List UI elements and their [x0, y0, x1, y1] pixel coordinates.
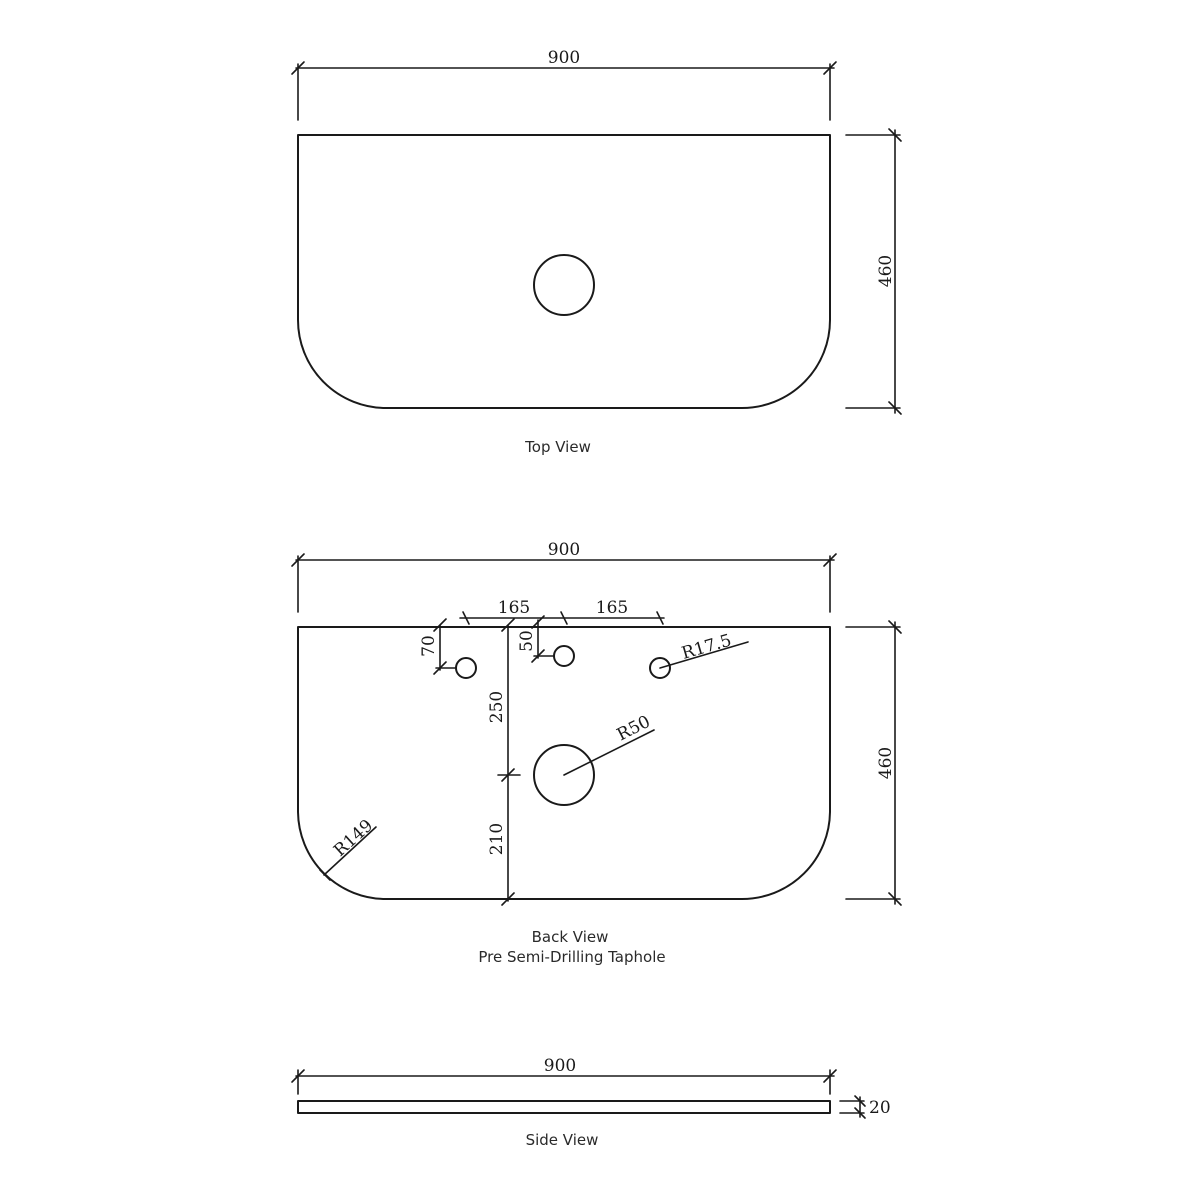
offset-left-label: 70 — [419, 635, 439, 657]
side-width-label: 900 — [544, 1056, 576, 1076]
offset-center-label: 50 — [517, 630, 537, 652]
top-depth-label: 460 — [876, 255, 896, 287]
corner-radius-callout: R149 — [319, 816, 377, 881]
side-thickness-dimension: 20 — [839, 1095, 891, 1119]
back-vanity-outline — [297, 626, 831, 900]
taphole-radius-callout: R17.5 — [659, 631, 749, 669]
side-view-caption: Side View — [526, 1131, 599, 1149]
top-vanity-outline — [297, 134, 831, 409]
radius-corner-label: R149 — [330, 816, 377, 861]
waste-position-dimension: 250 210 — [487, 618, 521, 906]
top-view: 900 460 Top View — [291, 48, 902, 456]
top-width-label: 900 — [548, 48, 580, 68]
top-width-dimension: 900 — [291, 48, 837, 121]
back-view-caption-line2: Pre Semi-Drilling Taphole — [478, 948, 665, 966]
top-view-caption: Top View — [524, 438, 591, 456]
radius-taphole-label: R17.5 — [680, 631, 734, 664]
side-view: 900 20 Side View — [291, 1056, 891, 1149]
spacing-left-label: 165 — [498, 598, 530, 618]
side-slab-outline — [297, 1100, 831, 1114]
back-depth-label: 460 — [876, 747, 896, 779]
back-waste-hole — [533, 744, 595, 806]
side-width-dimension: 900 — [291, 1056, 837, 1095]
center-hole-offset-dimension: 50 — [517, 615, 555, 663]
taphole-spacing-dimension: 165 165 — [459, 598, 665, 625]
back-view-caption-line1: Back View — [532, 928, 609, 946]
dist-front-label: 250 — [487, 691, 507, 723]
back-depth-dimension: 460 — [845, 620, 902, 906]
dist-back-label: 210 — [487, 823, 507, 855]
waste-radius-callout: R50 — [563, 712, 655, 776]
spacing-right-label: 165 — [596, 598, 628, 618]
top-depth-dimension: 460 — [845, 128, 902, 415]
top-waste-hole — [533, 254, 595, 316]
back-view: 900 165 165 70 — [291, 540, 902, 966]
left-hole-offset-dimension: 70 — [419, 618, 457, 675]
back-width-dimension: 900 — [291, 540, 837, 613]
taphole-right — [649, 657, 671, 679]
taphole-left — [455, 657, 477, 679]
back-width-label: 900 — [548, 540, 580, 560]
side-thickness-label: 20 — [869, 1098, 891, 1118]
taphole-center — [553, 645, 575, 667]
